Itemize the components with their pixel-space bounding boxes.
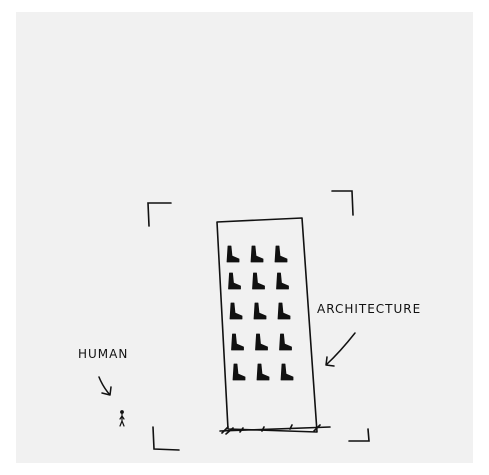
frame-corner-bottom-left: [153, 427, 179, 450]
architecture-label: ARCHITECTURE: [317, 302, 421, 316]
window-mark: [280, 334, 292, 350]
window-mark: [278, 303, 290, 319]
window-mark: [281, 364, 293, 380]
window-mark: [229, 273, 241, 289]
building-sketch: [217, 218, 330, 434]
human-figure: [120, 411, 124, 426]
building-outline: [217, 218, 317, 432]
window-grid: [227, 246, 293, 380]
window-mark: [230, 303, 242, 319]
window-mark: [251, 246, 263, 262]
frame-corner-top-left: [148, 203, 171, 226]
frame-corner-top-right: [332, 191, 353, 215]
window-mark: [275, 246, 287, 262]
human-body: [120, 414, 124, 426]
window-mark: [254, 303, 266, 319]
human-label: HUMAN: [78, 347, 128, 361]
frame-brackets: [148, 191, 369, 450]
architecture-arrow: [326, 333, 355, 366]
window-mark: [232, 334, 244, 350]
window-mark: [256, 334, 268, 350]
frame-corner-bottom-right: [349, 429, 369, 441]
human-head: [121, 411, 124, 414]
window-mark: [227, 246, 239, 262]
window-mark: [233, 364, 245, 380]
window-mark: [253, 273, 265, 289]
window-mark: [257, 364, 269, 380]
human-arrow: [99, 377, 111, 395]
window-mark: [277, 273, 289, 289]
